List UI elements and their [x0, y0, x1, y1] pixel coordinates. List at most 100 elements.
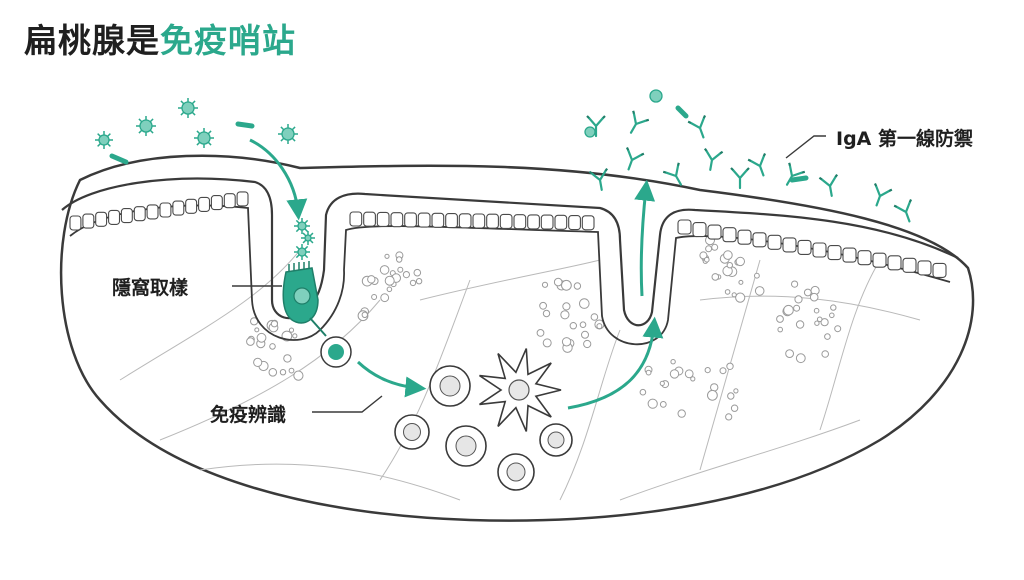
follicle-dot: [711, 273, 720, 281]
epithelial-cell: [827, 245, 842, 261]
virus-core: [139, 119, 153, 133]
follicle-dot: [269, 343, 276, 350]
follicle-dot: [813, 307, 820, 314]
follicle-dot: [730, 404, 739, 412]
epithelial-cell: [120, 208, 133, 224]
epithelial-cell: [95, 211, 108, 227]
tissue-fiber: [379, 279, 471, 481]
lymphoid-follicles: [246, 235, 842, 421]
virus-spike: [291, 137, 296, 142]
follicle-dot: [719, 367, 727, 375]
follicle-dot: [579, 321, 587, 329]
follicle-dot: [371, 294, 378, 300]
epithelial-cell: [404, 212, 417, 228]
follicle-dot: [704, 256, 710, 263]
virus-particle: [136, 116, 156, 136]
epithelial-cell: [554, 214, 568, 230]
virus-spike: [191, 111, 196, 116]
virus-core: [297, 221, 307, 231]
virus-spike: [180, 100, 185, 105]
epithelial-cell: [842, 247, 857, 263]
epithelial-cell: [707, 224, 722, 240]
follicle-dot: [569, 322, 577, 330]
follicle-dot: [794, 295, 803, 304]
follicle-dot: [379, 265, 390, 275]
follicle-dot: [821, 350, 830, 358]
m-cell: [282, 261, 327, 337]
epithelial-cell: [458, 213, 472, 229]
follicle-dot: [562, 302, 571, 311]
follicle-dot: [596, 323, 603, 330]
antibody-arms: [749, 154, 765, 177]
epithelial-cells: [69, 191, 947, 278]
epithelial-cell: [198, 196, 211, 212]
follicle-dot: [726, 262, 733, 269]
iga-antibody: [662, 162, 683, 186]
follicle-dot: [279, 369, 287, 376]
follicle-dot: [727, 392, 735, 400]
epithelial-cell: [146, 204, 159, 220]
follicle-dot: [707, 389, 718, 401]
follicle-dot: [777, 326, 784, 333]
follicle-dot: [413, 268, 422, 277]
epithelial-cell: [797, 239, 812, 255]
arrow-to-immune: [356, 360, 427, 398]
virus-spike: [309, 232, 314, 237]
iga-antibodies: [584, 89, 913, 223]
epithelial-cell: [767, 234, 782, 250]
antibody-arms: [875, 184, 891, 207]
epithelial-cell: [390, 212, 404, 228]
follicle-dot: [253, 357, 263, 367]
follicle-dot: [560, 310, 570, 320]
virus-spike: [280, 126, 285, 131]
epithelial-cell: [376, 211, 390, 227]
virus-spike: [304, 254, 309, 259]
lymphocyte-nucleus: [403, 423, 421, 441]
leader-iga: [785, 135, 826, 159]
epithelial-cell: [445, 213, 458, 229]
follicle-dot: [785, 349, 794, 359]
follicle-dot: [246, 337, 255, 346]
follicle-dot: [659, 401, 667, 408]
epithelial-cell: [737, 229, 752, 245]
bacterium: [789, 175, 809, 183]
virus-spike: [280, 137, 285, 142]
antibody-arms: [731, 168, 749, 190]
iga-antibody: [586, 115, 606, 138]
follicle-dot: [659, 380, 665, 386]
follicle-dot: [754, 286, 765, 296]
virus-spike: [149, 129, 154, 134]
arrow-entry: [249, 138, 308, 221]
epithelial-cell: [677, 219, 692, 235]
follicle-dot: [724, 289, 731, 295]
virus-spike: [138, 118, 143, 123]
tissue-fiber: [819, 259, 881, 431]
follicle-dot: [256, 332, 267, 343]
antibody-tips: [818, 173, 839, 181]
iga-antibody: [785, 162, 806, 186]
follicle-dot: [283, 354, 292, 363]
antibody-tips: [893, 199, 913, 208]
follicle-dot: [677, 409, 686, 418]
antibody-tips: [588, 167, 609, 175]
follicle-dot: [386, 286, 393, 293]
iga-antibody: [687, 115, 707, 139]
follicle-dot: [579, 298, 590, 309]
epithelial-cell: [185, 198, 198, 214]
dendritic-cell: [479, 348, 562, 432]
virus-core: [181, 101, 195, 115]
bacterium: [675, 105, 689, 119]
epithelial-cell: [472, 213, 486, 229]
tissue-fiber: [559, 329, 621, 501]
follicle-dot: [288, 367, 295, 374]
title-prefix: 扁桃腺是: [24, 21, 160, 60]
immune-cell-cluster: [394, 365, 573, 491]
antibody-arms: [895, 200, 911, 223]
epithelial-cell: [417, 212, 431, 228]
follicle-dot: [711, 243, 719, 251]
follicle-dot: [705, 245, 713, 253]
follicle-dot: [670, 359, 676, 365]
antibody-tips: [687, 115, 707, 124]
epithelial-cell: [499, 213, 513, 229]
